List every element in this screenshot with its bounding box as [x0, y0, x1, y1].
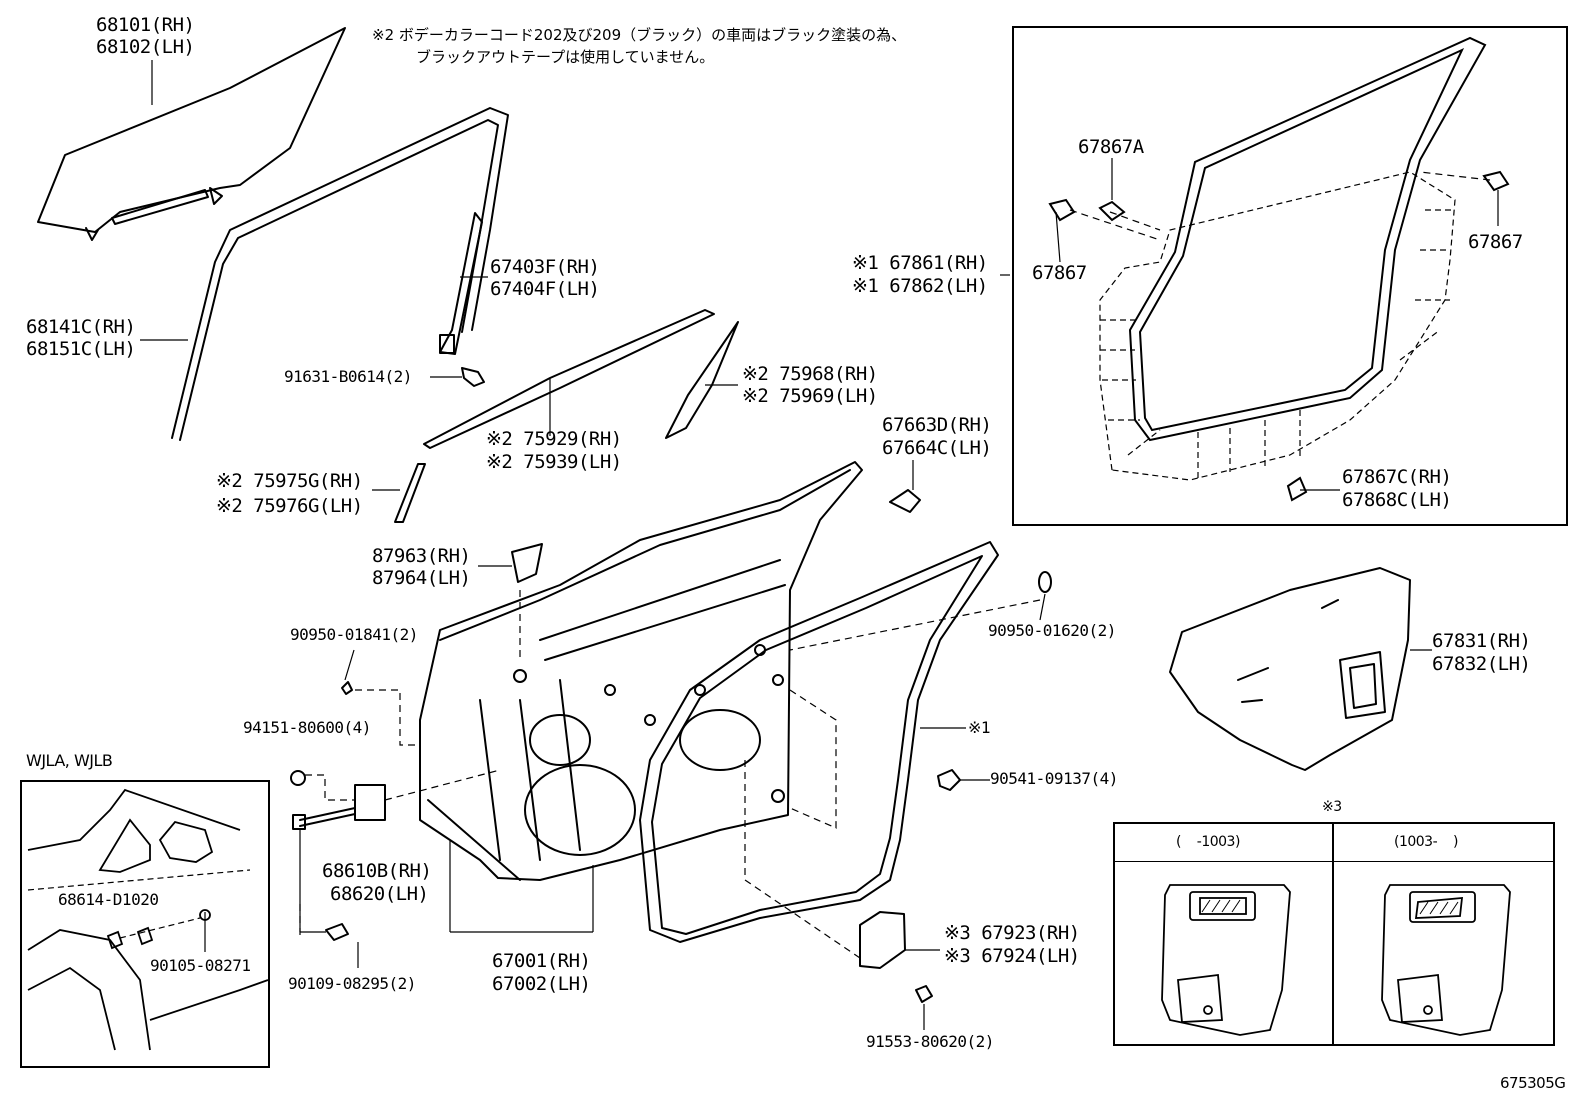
dashed-guides: [299, 171, 1491, 959]
label-68620: 68620(LH): [330, 883, 429, 905]
variant-col-late: (1003- ): [1394, 834, 1458, 850]
screw-91553: [915, 985, 933, 1003]
label-94151: 94151-80600(4): [243, 718, 371, 737]
label-68614: 68614-D1020: [58, 890, 159, 909]
mirror-cover: [511, 543, 543, 583]
label-67002: 67002(LH): [492, 973, 591, 995]
division-bar: [439, 212, 483, 355]
label-91631: 91631-B0614(2): [284, 367, 412, 386]
label-75969: ※2 75969(LH): [742, 385, 878, 407]
label-67862: ※1 67862(LH): [852, 275, 988, 297]
label-90105: 90105-08271: [150, 956, 251, 975]
body-weatherstrip: [1128, 36, 1487, 442]
service-hole-cover-small: [859, 911, 906, 969]
clips-67867: [1048, 170, 1510, 502]
label-67868c: 67868C(LH): [1342, 489, 1452, 511]
variant-table-header: [1113, 822, 1555, 862]
clip-67663: [889, 489, 921, 513]
label-75929: ※2 75929(RH): [486, 428, 622, 450]
label-67867a: 67867A: [1078, 136, 1144, 158]
label-75939: ※2 75939(LH): [486, 451, 622, 473]
label-90950-01841: 90950-01841(2): [290, 625, 418, 644]
label-68610b: 68610B(RH): [322, 860, 432, 882]
label-mark-3: ※3: [1322, 799, 1342, 815]
inset-dashes: [27, 869, 251, 939]
label-67664c: 67664C(LH): [882, 437, 992, 459]
inset-box: [20, 780, 270, 1068]
label-67404f: 67404F(LH): [490, 278, 600, 300]
variant-table: [1113, 822, 1555, 1046]
label-67831: 67831(RH): [1432, 630, 1531, 652]
label-75968: ※2 75968(RH): [742, 363, 878, 385]
label-91553: 91553-80620(2): [866, 1032, 994, 1051]
figure-id: 675305G: [1500, 1074, 1566, 1092]
label-90109: 90109-08295(2): [288, 974, 416, 993]
grommet-90950-01620: [1038, 571, 1052, 593]
blackout-tape-front: [665, 321, 739, 439]
door-check: [292, 784, 386, 830]
label-67867-right: 67867: [1468, 231, 1523, 253]
label-90541: 90541-09137(4): [990, 769, 1118, 788]
label-87964: 87964(LH): [372, 567, 471, 589]
label-67923: ※3 67923(RH): [944, 922, 1080, 944]
label-67867-left: 67867: [1032, 262, 1087, 284]
label-67924: ※3 67924(LH): [944, 945, 1080, 967]
label-75976g: ※2 75976G(LH): [216, 495, 363, 517]
note-line-1: ※2 ボデーカラーコード202及び209（ブラック）の車両はブラック塗装の為、: [372, 26, 907, 44]
label-67663d: 67663D(RH): [882, 414, 992, 436]
door-weatherstrip: [639, 541, 999, 943]
door-bumper: [937, 769, 961, 791]
cover-detail-early: [1161, 884, 1291, 1036]
bolt-91631: [461, 367, 485, 387]
variant-col-early: ( -1003): [1176, 834, 1240, 850]
label-90950-01620: 90950-01620(2): [988, 621, 1116, 640]
label-67001: 67001(RH): [492, 950, 591, 972]
nut-94151: [290, 770, 306, 786]
label-68102: 68102(LH): [96, 36, 195, 58]
grommet-90950-01841: [341, 681, 353, 695]
service-hole-cover: [1169, 567, 1411, 771]
label-67867c: 67867C(RH): [1342, 466, 1452, 488]
weatherstrip-detail-box: [1012, 26, 1568, 526]
note-line-2: ブラックアウトテープは使用していません。: [416, 48, 715, 66]
label-mark-1: ※1: [968, 718, 991, 737]
label-68141c: 68141C(RH): [26, 316, 136, 338]
leader-lines: [140, 60, 1499, 1030]
label-67403f: 67403F(RH): [490, 256, 600, 278]
label-67832: 67832(LH): [1432, 653, 1531, 675]
hatching: [1201, 899, 1459, 915]
bolt-90109: [325, 923, 349, 941]
inset-mirror: [27, 788, 269, 1051]
cover-detail-late: [1381, 884, 1511, 1036]
door-glass: [37, 27, 346, 241]
label-75975g: ※2 75975G(RH): [216, 470, 363, 492]
label-67861: ※1 67861(RH): [852, 252, 988, 274]
inset-title: WJLA, WJLB: [26, 751, 113, 770]
label-68101: 68101(RH): [96, 14, 195, 36]
door-panel: [419, 461, 863, 881]
glass-run-channel: [171, 107, 509, 441]
label-87963: 87963(RH): [372, 545, 471, 567]
label-68151c: 68151C(LH): [26, 338, 136, 360]
body-opening-outline: [1099, 171, 1456, 481]
variant-table-divider: [1332, 822, 1334, 1046]
blackout-tape-lower: [394, 463, 426, 523]
